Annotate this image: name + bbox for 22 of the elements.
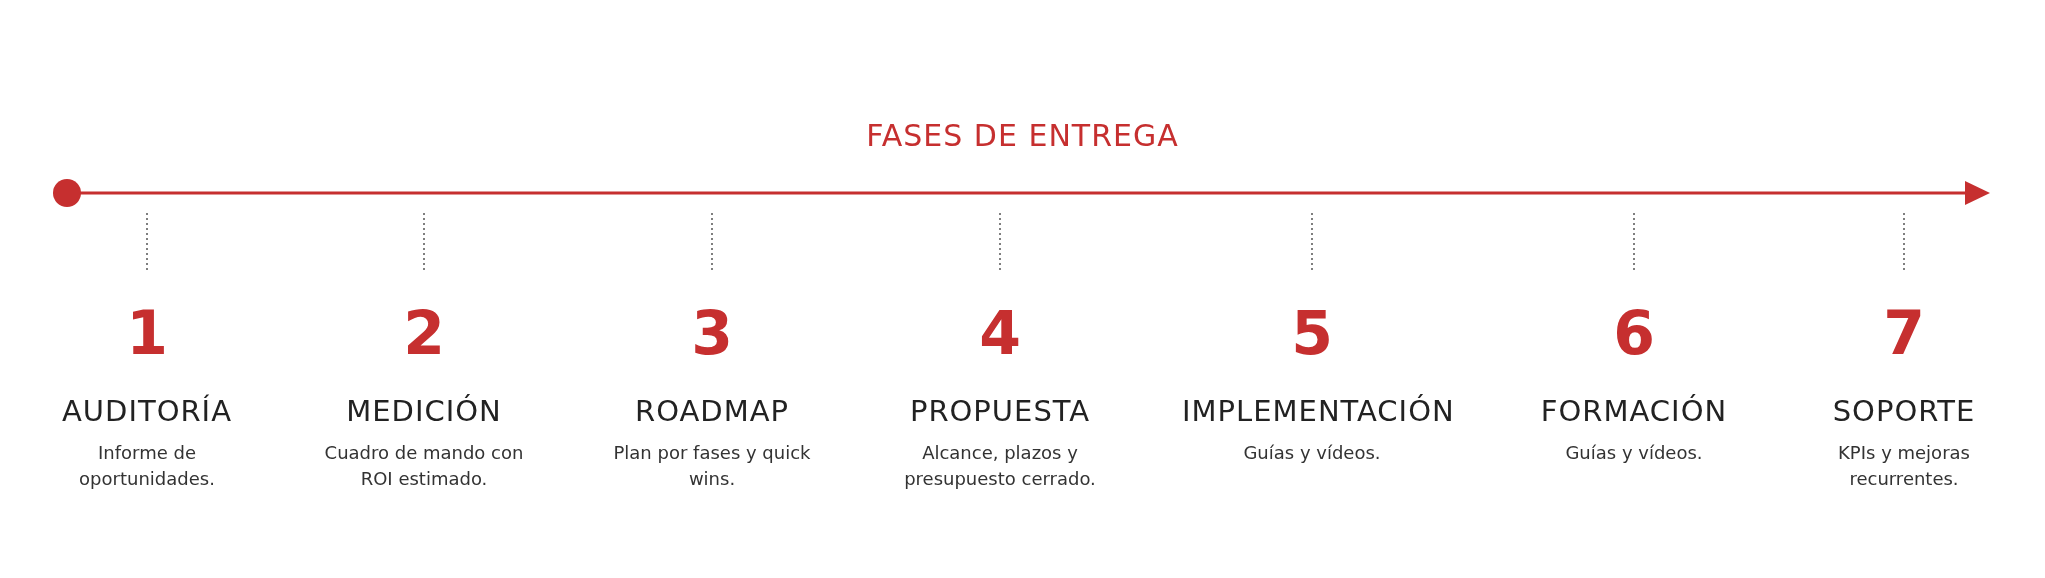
step-title: IMPLEMENTACIÓN [1182,394,1455,428]
timeline-title: FASES DE ENTREGA [866,118,1179,153]
step-description: Guías y vídeos. [1564,441,1704,465]
step-title: FORMACIÓN [1540,394,1728,428]
step-description: Plan por fases y quick wins. [612,441,812,491]
step-title: AUDITORÍA [62,394,232,428]
step-title: PROPUESTA [909,394,1091,428]
step-title: ROADMAP [635,394,789,428]
step-number: 1 [126,300,168,366]
step-number: 3 [691,300,733,366]
step-number: 4 [979,300,1021,366]
step-number: 5 [1291,300,1333,366]
step-number: 2 [403,300,445,366]
step-number: 6 [1613,300,1655,366]
step-description: Informe de oportunidades. [78,441,216,491]
step-description: Cuadro de mando con ROI estimado. [323,441,525,491]
step-title: MEDICIÓN [346,394,502,428]
step-title: SOPORTE [1832,394,1976,428]
step-number: 7 [1883,300,1925,366]
step-description: Guías y vídeos. [1242,441,1382,465]
step-description: Alcance, plazos y presupuesto cerrado. [903,441,1097,491]
step-description: KPIs y mejoras recurrentes. [1837,441,1971,491]
